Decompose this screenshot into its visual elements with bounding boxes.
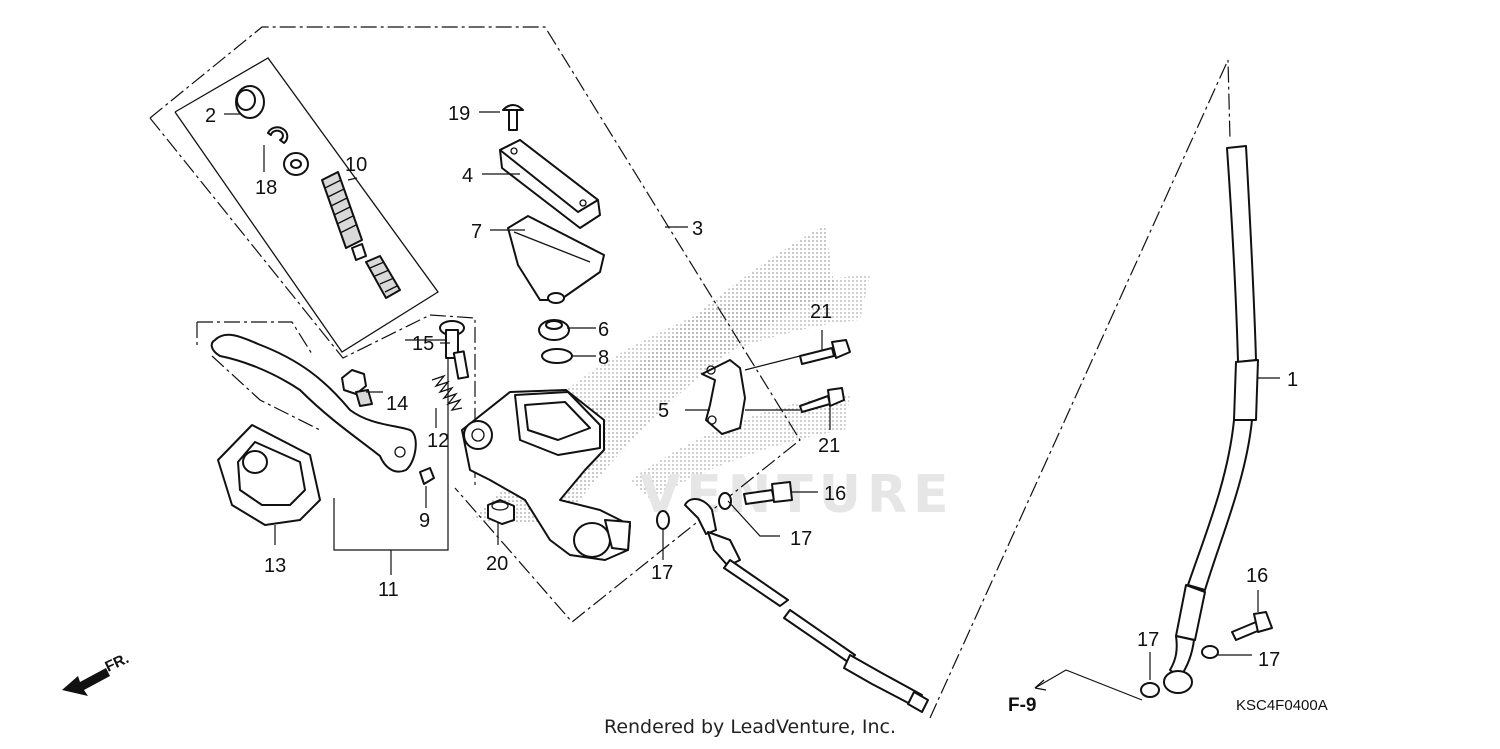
callout-4: 4 <box>462 165 473 187</box>
part-master-cylinder <box>461 389 631 561</box>
front-direction-label: FR. <box>103 650 132 676</box>
part-oil-bolt-upper <box>743 481 793 505</box>
callout-8: 8 <box>598 347 609 369</box>
reference-page-label: F-9 <box>1008 695 1037 716</box>
watermark-text: VENTURE <box>640 465 955 525</box>
callout-17-b: 17 <box>651 562 673 584</box>
callout-11: 11 <box>378 579 399 601</box>
callout-3: 3 <box>692 218 703 240</box>
part-pivot-bolt <box>439 320 470 380</box>
part-pivot-nut <box>341 369 373 407</box>
callout-7: 7 <box>471 221 482 243</box>
callout-10: 10 <box>345 154 367 176</box>
part-sealing-washer-d <box>1140 682 1160 698</box>
part-diaphragm-plate <box>507 215 605 304</box>
part-holder-bolt-upper <box>799 339 851 365</box>
callout-6: 6 <box>598 319 609 341</box>
part-circlip <box>267 126 289 144</box>
callout-19: 19 <box>448 103 470 125</box>
part-float <box>541 348 573 364</box>
part-sealing-washer-c <box>1201 645 1219 659</box>
callout-1: 1 <box>1287 369 1298 391</box>
callouts: 2 18 10 19 4 3 7 6 8 15 14 12 9 13 11 20… <box>205 103 1298 671</box>
callout-16-lower: 16 <box>1246 565 1268 587</box>
callout-9: 9 <box>419 510 430 532</box>
callout-16-upper: 16 <box>824 483 846 505</box>
callout-12: 12 <box>427 430 449 452</box>
part-diaphragm <box>538 319 570 341</box>
callout-17-d: 17 <box>1137 629 1159 651</box>
part-nut-small <box>419 467 435 485</box>
part-brake-hose <box>1163 145 1259 694</box>
front-direction-arrow-icon: FR. <box>62 650 132 696</box>
callout-14: 14 <box>386 393 408 415</box>
callout-15: 15 <box>412 333 434 355</box>
diagram-code: KSC4F0400A <box>1236 697 1328 714</box>
part-brake-lever <box>210 333 417 473</box>
part-lever-cover <box>217 424 321 526</box>
callout-2: 2 <box>205 105 216 127</box>
callout-18: 18 <box>255 177 277 199</box>
assembly-boundaries <box>149 26 1231 719</box>
part-spring <box>431 374 463 411</box>
callout-20: 20 <box>486 553 508 575</box>
part-holder <box>701 359 746 435</box>
part-boot <box>235 85 265 119</box>
part-oil-bolt-lower <box>1231 611 1273 641</box>
callout-13: 13 <box>264 555 286 577</box>
part-brake-hose-lower <box>684 498 929 713</box>
callout-17-c: 17 <box>1258 649 1280 671</box>
part-screw <box>502 104 524 131</box>
part-holder-bolt-lower <box>799 387 845 413</box>
callout-5: 5 <box>658 400 669 422</box>
part-washer <box>283 152 309 176</box>
part-piston-set <box>321 171 401 299</box>
callout-21-lower: 21 <box>818 435 840 457</box>
callout-21-upper: 21 <box>810 301 832 323</box>
callout-17-a: 17 <box>790 528 812 550</box>
part-sealing-washer-a <box>718 492 732 510</box>
reference-arrow-icon <box>1034 679 1047 691</box>
part-bleeder-cap <box>487 499 515 525</box>
footer-credit: Rendered by LeadVenture, Inc. <box>603 716 897 738</box>
leader-lines <box>224 111 1280 701</box>
part-sealing-washer-b <box>656 510 670 530</box>
bracket-11 <box>333 339 449 575</box>
part-reservoir-cap <box>499 139 601 229</box>
